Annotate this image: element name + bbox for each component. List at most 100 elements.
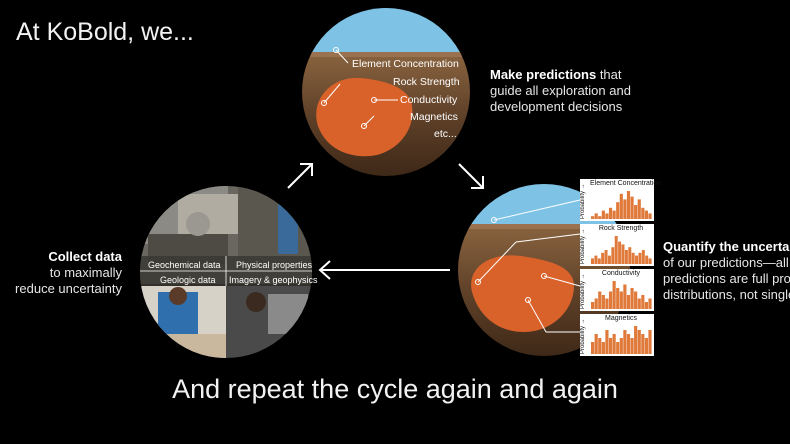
histogram-bar	[648, 298, 652, 309]
histogram-bar	[616, 202, 620, 219]
histogram-bar	[601, 252, 605, 264]
histogram-bar	[645, 255, 649, 264]
histogram-bar	[591, 216, 595, 219]
histogram-bar	[598, 291, 602, 309]
histogram-bar	[626, 295, 631, 309]
label-rock-strength: Rock Strength	[393, 76, 460, 88]
histogram-bar	[638, 252, 642, 264]
histogram-element-concentration: Element Concentration Probability →	[580, 179, 662, 221]
histogram-bar	[601, 295, 605, 309]
histogram-bars	[591, 326, 652, 354]
ore-body-right	[471, 255, 574, 332]
histogram-bar	[591, 302, 595, 309]
label-etc: etc...	[434, 128, 457, 140]
histogram-bar	[616, 288, 620, 309]
histogram-bar	[591, 342, 595, 354]
histogram-title: Element Concentration	[590, 180, 662, 187]
histogram-bar	[648, 330, 652, 354]
histogram-bar	[605, 298, 609, 309]
histogram-bar	[614, 236, 618, 264]
collect-line2: reduce uncertainty	[15, 281, 122, 296]
collect-heading: Collect data	[48, 249, 122, 264]
histogram-bar	[608, 338, 613, 354]
histogram-bar	[637, 298, 641, 309]
histogram-bar	[601, 342, 605, 354]
data-collection-circle	[140, 186, 312, 358]
histogram-bar	[648, 213, 652, 219]
histogram-bar	[619, 193, 623, 219]
histogram-bar	[623, 330, 627, 354]
histogram-bar	[644, 302, 649, 309]
predict-description: Make predictions that guide all explorat…	[490, 67, 631, 115]
histogram-bars	[591, 236, 652, 264]
histogram-bars	[591, 191, 652, 219]
histogram-bar	[594, 298, 598, 309]
histogram-bar	[598, 216, 602, 219]
histogram-conductivity: Conductivity Probability →	[580, 269, 654, 311]
histogram-title: Conductivity	[601, 270, 641, 277]
photo-label-physical: Physical properties	[236, 260, 313, 270]
histogram-bar	[628, 247, 632, 264]
prediction-circle	[302, 8, 470, 176]
quantify-heading: Quantify the uncertai	[663, 239, 790, 254]
histogram-bar	[605, 213, 609, 219]
photo-label-geochemical: Geochemical data	[148, 260, 221, 270]
histogram-bar	[611, 247, 615, 264]
histogram-bar	[619, 291, 623, 309]
histogram-bar	[594, 213, 598, 219]
histogram-bars	[591, 281, 652, 309]
histogram-bar	[626, 191, 631, 219]
histogram-bar	[619, 338, 623, 354]
slide-title: At KoBold, we...	[16, 18, 194, 46]
histogram-bar	[594, 255, 598, 264]
histogram-bar	[608, 207, 613, 219]
histogram-bar	[635, 255, 639, 264]
histogram-bar	[641, 250, 645, 264]
histogram-bar	[591, 258, 594, 264]
histogram-bar	[623, 199, 627, 219]
quantify-line3: distributions, not single	[663, 287, 790, 302]
histogram-bar	[618, 241, 622, 264]
histogram-bar	[601, 210, 605, 219]
arrow-to-predictions	[287, 163, 313, 189]
histogram-bar	[630, 338, 634, 354]
footer-caption: And repeat the cycle again and again	[172, 374, 618, 404]
histogram-bar	[626, 334, 631, 354]
predict-line2: guide all exploration and	[490, 83, 631, 98]
histogram-bar	[634, 326, 638, 354]
histogram-bar	[637, 199, 641, 219]
photo-label-imagery: Imagery & geophysics	[229, 275, 318, 285]
histogram-bar	[623, 284, 627, 309]
histogram-bar	[594, 334, 598, 354]
histogram-bar	[624, 250, 628, 264]
arrow-to-data-collection	[318, 260, 450, 280]
histogram-bar	[648, 258, 652, 264]
histogram-bar	[612, 210, 616, 219]
histogram-bar	[631, 252, 635, 264]
quantify-description: Quantify the uncertai of our predictions…	[663, 239, 790, 303]
histogram-bar	[634, 205, 638, 219]
histogram-bar	[641, 334, 645, 354]
predict-line3: development decisions	[490, 99, 623, 114]
histogram-bar	[644, 338, 649, 354]
histogram-bar	[597, 258, 601, 264]
histogram-bar	[604, 250, 608, 264]
histogram-bar	[607, 255, 611, 264]
histogram-bar	[612, 334, 616, 354]
histogram-ylabel: Probability →	[580, 228, 586, 264]
collect-line1: to maximally	[49, 265, 122, 280]
histogram-rock-strength: Rock Strength Probability →	[580, 224, 654, 266]
histogram-bar	[644, 210, 649, 219]
histogram-bar	[630, 288, 634, 309]
ore-body	[316, 77, 413, 157]
label-magnetics: Magnetics	[410, 111, 458, 123]
histogram-bar	[605, 330, 609, 354]
histogram-bar	[630, 196, 634, 219]
histogram-ylabel: Probability →	[580, 318, 586, 354]
histogram-bar	[616, 342, 620, 354]
histogram-ylabel: Probability →	[580, 183, 586, 219]
histogram-bar	[637, 330, 641, 354]
predict-line1: that	[596, 67, 622, 82]
predict-heading: Make predictions	[490, 67, 597, 82]
quantify-line1: of our predictions—all	[663, 255, 789, 270]
